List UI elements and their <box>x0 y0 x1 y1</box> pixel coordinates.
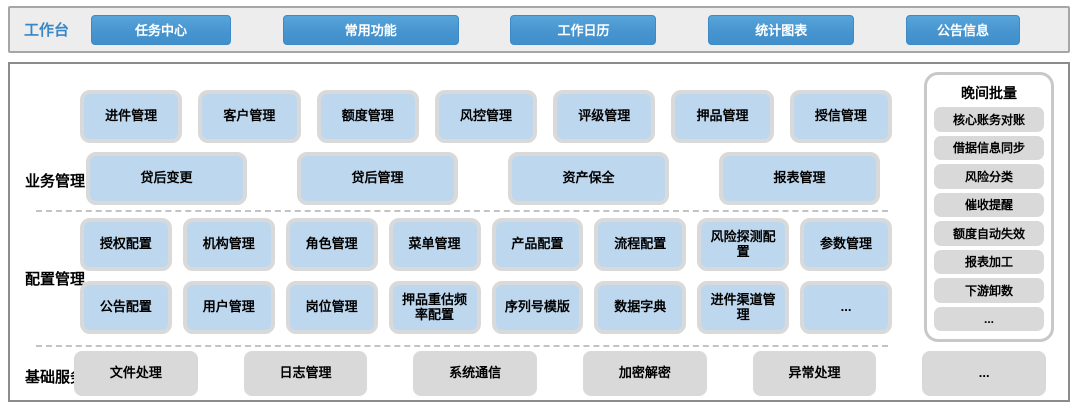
module-box[interactable]: 角色管理 <box>285 218 378 271</box>
module-box[interactable]: 押品重估频率配置 <box>388 281 481 334</box>
section-label-config: 配置管理 <box>24 271 85 288</box>
night-batch-item[interactable]: 核心账务对账 <box>934 107 1044 132</box>
module-box[interactable]: 参数管理 <box>800 218 892 271</box>
topbar-button[interactable]: 公告信息 <box>905 14 1020 45</box>
module-box[interactable]: 报表管理 <box>719 152 880 205</box>
service-box[interactable]: 加密解密 <box>583 351 707 396</box>
module-box[interactable]: 风险探测配置 <box>697 218 790 271</box>
night-batch-list: 核心账务对账借据信息同步风险分类催收提醒额度自动失效报表加工下游卸数... <box>934 107 1044 331</box>
module-box[interactable]: 进件渠道管理 <box>697 281 790 334</box>
night-batch-item[interactable]: 借据信息同步 <box>934 135 1044 160</box>
service-box[interactable]: 系统通信 <box>413 351 538 396</box>
main-panel: 业务管理 配置管理 基础服务 进件管理客户管理额度管理风控管理评级管理押品管理授… <box>8 62 1070 402</box>
module-box[interactable]: 风控管理 <box>434 90 538 143</box>
module-box[interactable]: ... <box>800 281 892 334</box>
module-box[interactable]: 评级管理 <box>553 90 656 143</box>
config-row-1: 授权配置机构管理角色管理菜单管理产品配置流程配置风险探测配置参数管理 <box>80 218 892 271</box>
section-label-business: 业务管理 <box>24 173 85 190</box>
topbar-button[interactable]: 工作日历 <box>510 14 657 45</box>
module-box[interactable]: 菜单管理 <box>388 218 481 271</box>
module-box[interactable]: 公告配置 <box>80 281 172 334</box>
night-batch-title: 晚间批量 <box>961 85 1017 101</box>
module-box[interactable]: 序列号模版 <box>491 281 584 334</box>
topbar-button-group: 任务中心 常用功能 工作日历 统计图表 公告信息 <box>91 14 1020 45</box>
config-row-2: 公告配置用户管理岗位管理押品重估频率配置序列号模版数据字典进件渠道管理... <box>80 281 892 334</box>
topbar-button[interactable]: 常用功能 <box>282 14 459 45</box>
business-row-2: 贷后变更贷后管理资产保全报表管理 <box>86 152 880 205</box>
module-box[interactable]: 贷后变更 <box>86 152 247 205</box>
base-services-row: 文件处理日志管理系统通信加密解密异常处理... <box>74 351 1047 396</box>
night-batch-item[interactable]: 催收提醒 <box>934 192 1044 217</box>
module-box[interactable]: 流程配置 <box>594 218 687 271</box>
night-batch-panel: 晚间批量 核心账务对账借据信息同步风险分类催收提醒额度自动失效报表加工下游卸数.… <box>924 72 1054 342</box>
module-box[interactable]: 进件管理 <box>80 90 183 143</box>
module-box[interactable]: 授权配置 <box>80 218 172 271</box>
module-box[interactable]: 贷后管理 <box>297 152 458 205</box>
night-batch-item[interactable]: 风险分类 <box>934 164 1044 189</box>
module-box[interactable]: 客户管理 <box>198 90 301 143</box>
section-label-base: 基础服务 <box>24 369 85 386</box>
module-box[interactable]: 额度管理 <box>316 90 419 143</box>
module-box[interactable]: 产品配置 <box>491 218 584 271</box>
service-box[interactable]: ... <box>922 351 1047 396</box>
topbar-button[interactable]: 统计图表 <box>708 14 855 45</box>
topbar-button[interactable]: 任务中心 <box>91 14 232 45</box>
service-box[interactable]: 日志管理 <box>243 351 368 396</box>
service-box[interactable]: 文件处理 <box>74 351 198 396</box>
module-box[interactable]: 押品管理 <box>671 90 774 143</box>
module-box[interactable]: 授信管理 <box>789 90 892 143</box>
workbench-topbar: 工作台 任务中心 常用功能 工作日历 统计图表 公告信息 <box>8 6 1070 53</box>
module-box[interactable]: 数据字典 <box>594 281 687 334</box>
module-box[interactable]: 用户管理 <box>182 281 275 334</box>
night-batch-item[interactable]: 下游卸数 <box>934 278 1044 303</box>
night-batch-item[interactable]: 额度自动失效 <box>934 221 1044 246</box>
module-box[interactable]: 机构管理 <box>182 218 275 271</box>
workbench-title: 工作台 <box>24 22 70 39</box>
business-row-1: 进件管理客户管理额度管理风控管理评级管理押品管理授信管理 <box>80 90 892 143</box>
module-box[interactable]: 岗位管理 <box>285 281 378 334</box>
module-box[interactable]: 资产保全 <box>508 152 669 205</box>
section-divider-2 <box>36 345 888 347</box>
section-divider-1 <box>36 210 888 212</box>
night-batch-item[interactable]: 报表加工 <box>934 249 1044 274</box>
service-box[interactable]: 异常处理 <box>752 351 877 396</box>
night-batch-item[interactable]: ... <box>934 306 1044 331</box>
